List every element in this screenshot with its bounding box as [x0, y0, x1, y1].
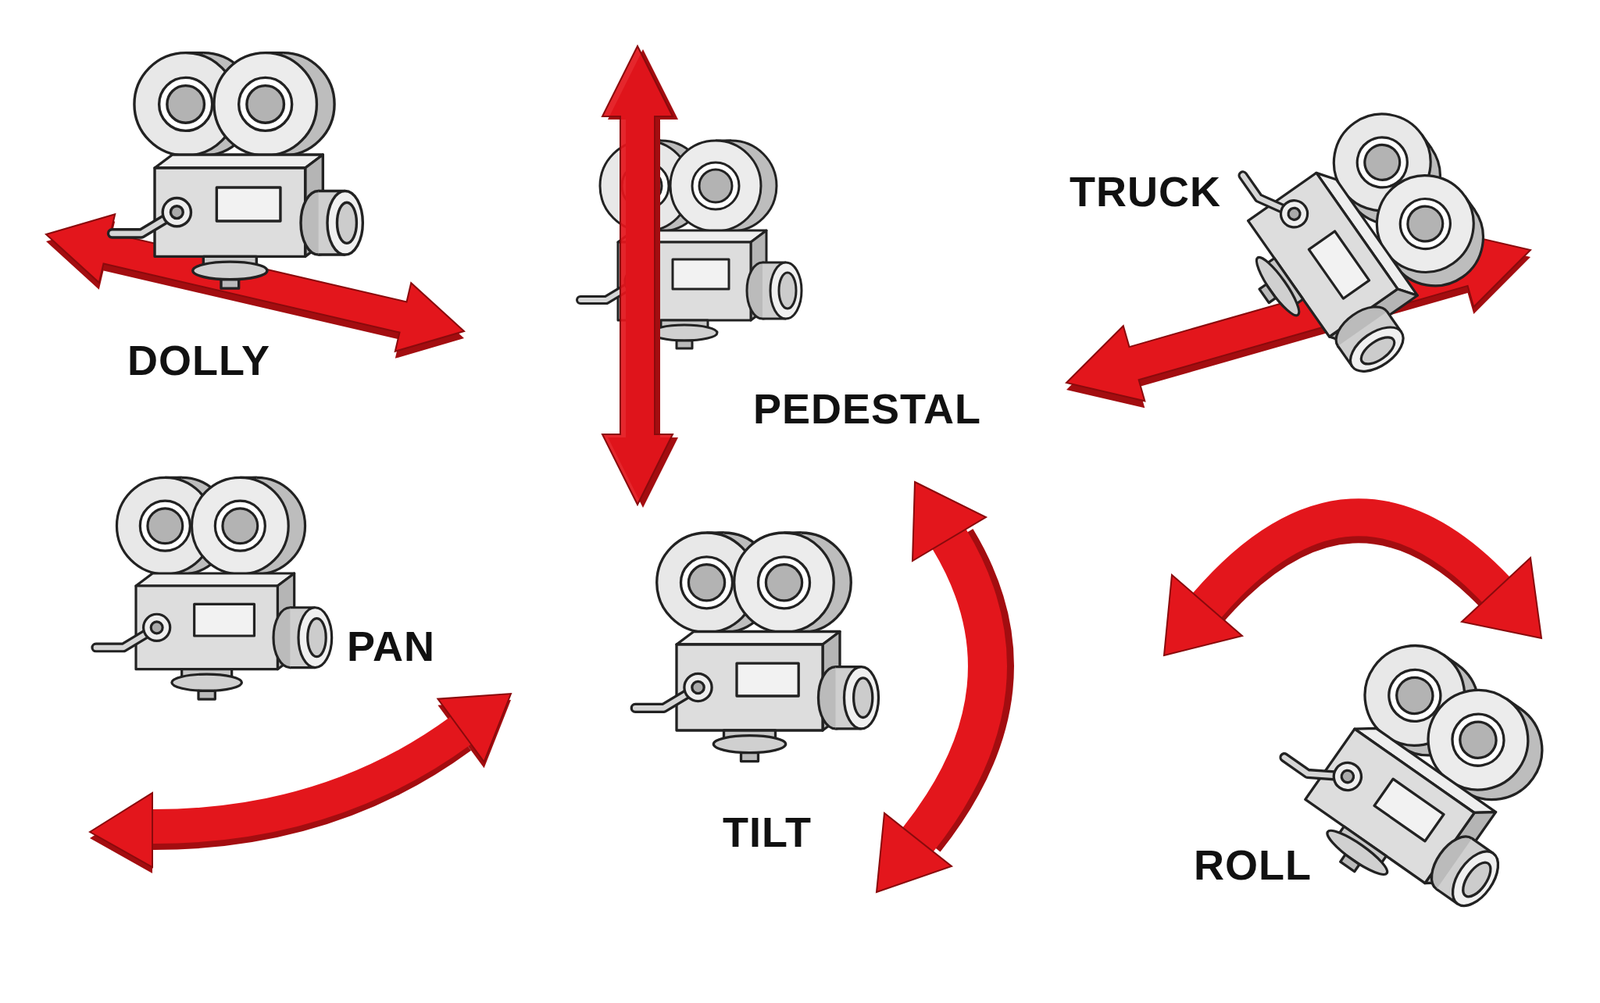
- label-holder: TILT: [722, 810, 812, 854]
- roll-arrow: [1164, 517, 1542, 656]
- label-holder: ROLL: [1193, 843, 1312, 886]
- pedestal-arrow: [602, 46, 679, 508]
- movement-label: TILT: [722, 810, 812, 854]
- camera-figure: [1253, 614, 1585, 941]
- pan-arrow: [89, 693, 511, 874]
- label-holder: DOLLY: [127, 339, 271, 382]
- camera-figure: [96, 477, 333, 700]
- tilt-arrow: [876, 482, 995, 893]
- label-holder: TRUCK: [1069, 170, 1222, 213]
- camera-figure: [635, 532, 879, 762]
- label-holder: PEDESTAL: [753, 387, 982, 430]
- camera-figure: [1200, 78, 1518, 399]
- camera-figure: [112, 53, 364, 289]
- camera-figure: [580, 140, 802, 349]
- label-holder: PAN: [346, 625, 436, 668]
- movement-label: DOLLY: [127, 339, 271, 382]
- movement-label: PAN: [346, 625, 436, 668]
- movement-label: TRUCK: [1069, 170, 1222, 213]
- movement-label: PEDESTAL: [753, 387, 982, 430]
- movement-label: ROLL: [1193, 843, 1312, 886]
